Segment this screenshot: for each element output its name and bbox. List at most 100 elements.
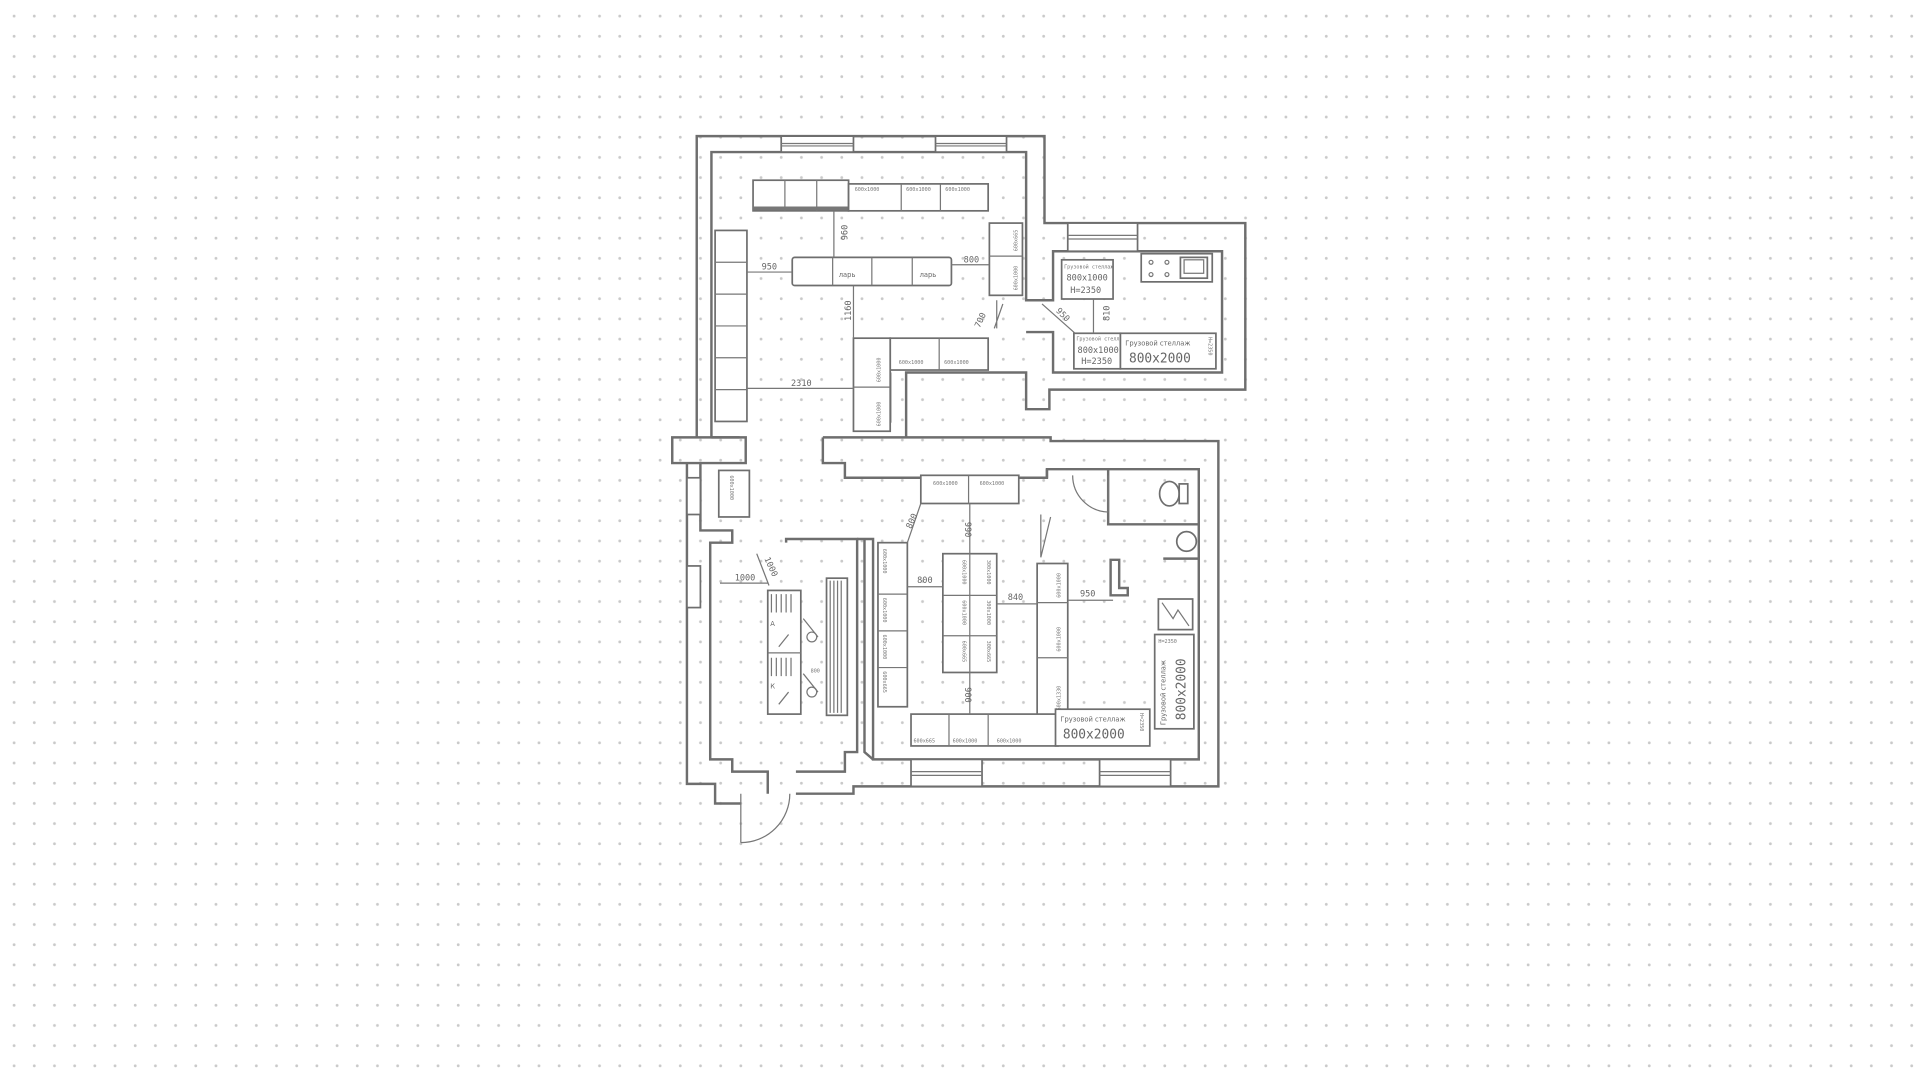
shelves-right: 600x665 600x1000 bbox=[988, 222, 1024, 297]
upper-room: 600x1000 600x1000 600x1000 ларь ларь 600… bbox=[714, 179, 1024, 433]
lower-room: 600x1000 600x1000 600x1000 600x1000 600x… bbox=[877, 474, 1198, 747]
doors bbox=[740, 300, 1109, 844]
shelf-label: 300x1000 bbox=[985, 560, 991, 585]
cargo-title: Грузовой стеллаж bbox=[1160, 660, 1168, 725]
cargo-shelf-bottom: Грузовой стеллаж 800x2000 H=2350 bbox=[1054, 708, 1151, 747]
shelf-label: 600x1000 bbox=[728, 475, 734, 500]
shelf-label: 600x1000 bbox=[855, 187, 880, 193]
shelf-label: 300x1000 bbox=[985, 600, 991, 625]
dim-label: 810 bbox=[1102, 306, 1112, 321]
dim-label: 950 bbox=[1053, 306, 1071, 324]
cargo-height: H=2350 bbox=[1070, 286, 1101, 296]
shelf-label: 600x1000 bbox=[997, 738, 1022, 744]
shelf-label: 600x1000 bbox=[906, 187, 931, 193]
cargo-size: 800x2000 bbox=[1063, 728, 1125, 743]
shelf-label: 600x1000 bbox=[944, 360, 969, 366]
wc-door bbox=[1072, 475, 1109, 513]
cargo-shelf-large: Грузовой стеллаж 800x2000 H=2350 bbox=[1119, 332, 1217, 370]
dim-label: 800 bbox=[964, 255, 979, 265]
shelf-label: 600x1000 bbox=[980, 481, 1005, 487]
shelf-label: 300x665 bbox=[985, 641, 991, 663]
window bbox=[1098, 758, 1172, 788]
dim-label: 1000 bbox=[735, 574, 756, 584]
window bbox=[686, 476, 702, 516]
checkout-area: 600x1000 А К 1000 1000 800 bbox=[717, 469, 849, 717]
shelves-left: 600x1000 600x1000 600x1000 600x665 bbox=[877, 541, 909, 708]
fridge-row bbox=[752, 179, 850, 212]
cargo-shelf: Грузовой стеллаж 800x1000 H=2350 bbox=[1060, 258, 1114, 300]
cargo-title: Грузовой стеллаж bbox=[1125, 340, 1190, 348]
shelf-label: 600x1000 bbox=[899, 360, 924, 366]
bathroom-fixtures bbox=[1157, 480, 1198, 631]
dim-label: 900 bbox=[962, 687, 972, 702]
window bbox=[910, 758, 983, 788]
chest-freezer-label: ларь bbox=[920, 271, 937, 279]
entrance-door bbox=[740, 793, 791, 844]
shelf-label: 600x665 bbox=[913, 738, 935, 744]
dimensions: 800 990 800 840 950 900 bbox=[905, 503, 1114, 715]
shelves-bottom: 600x665 600x1000 600x1000 bbox=[910, 713, 1059, 747]
shelf-label: 600x665 bbox=[881, 671, 887, 693]
shelves-right: 600x1000 600x1000 600x1330 bbox=[1036, 562, 1069, 722]
checkout-letter: А bbox=[770, 620, 775, 628]
shelf-label: 600x1000 bbox=[876, 402, 882, 427]
storage-room: Грузовой стеллаж 800x1000 H=2350 Грузово… bbox=[1041, 252, 1217, 370]
cargo-height: H=2350 bbox=[1081, 357, 1112, 367]
dim-label: 800 bbox=[811, 668, 820, 674]
cargo-shelf-right: H=2350 Грузовой стеллаж 800x2000 bbox=[1153, 633, 1195, 730]
dim-label: 950 bbox=[762, 263, 777, 273]
shelf-label: 600x1000 bbox=[876, 358, 882, 383]
shelf-label: 600x1000 bbox=[881, 598, 887, 623]
shelf-label: 600x1330 bbox=[1056, 686, 1062, 711]
cargo-height: H=2350 bbox=[1158, 639, 1177, 645]
dim-label: 990 bbox=[962, 522, 972, 537]
door bbox=[993, 300, 1004, 329]
door bbox=[1040, 514, 1052, 558]
shelf-label: 600x1000 bbox=[1056, 627, 1062, 652]
cargo-title: Грузовой стеллаж bbox=[1076, 337, 1125, 343]
shelf-label: 600x1000 bbox=[881, 635, 887, 660]
cargo-height: H=2350 bbox=[1138, 713, 1144, 732]
dim-label: 960 bbox=[840, 225, 850, 240]
shelves-center: 600x1000 600x1000 600x665 300x1000 300x1… bbox=[942, 552, 998, 674]
dim-label: 800 bbox=[917, 576, 932, 586]
stove bbox=[1140, 252, 1214, 283]
toilet-icon bbox=[1158, 480, 1181, 507]
dim-label: 950 bbox=[1080, 590, 1095, 600]
shelf-label: 600x1000 bbox=[945, 187, 970, 193]
chest-freezer-label: ларь bbox=[839, 271, 856, 279]
shelf-label: 600x1000 bbox=[1056, 573, 1062, 598]
shelf-label: 600x1000 bbox=[960, 560, 966, 585]
cargo-title: Грузовой стеллаж bbox=[1064, 264, 1113, 270]
shelves-vertical: 600x1000 600x1000 bbox=[852, 337, 892, 433]
dim-label: 1160 bbox=[844, 300, 854, 321]
dim-label: 700 bbox=[973, 311, 989, 329]
cargo-size: 800x1000 bbox=[1067, 274, 1108, 284]
dim-label: 1000 bbox=[761, 556, 779, 579]
dim-label: 840 bbox=[1008, 593, 1023, 603]
cargo-title: Грузовой стеллаж bbox=[1060, 715, 1125, 723]
shelves-top: 600x1000 600x1000 600x1000 bbox=[847, 183, 990, 212]
checkout-letter: К bbox=[770, 682, 775, 690]
cargo-size: 800x2000 bbox=[1129, 352, 1191, 367]
window bbox=[686, 565, 702, 609]
shelf-label: 600x1000 bbox=[933, 481, 958, 487]
shelves-top: 600x1000 600x1000 bbox=[919, 474, 1020, 505]
dim-label: 2310 bbox=[791, 379, 812, 389]
dim-label: 800 bbox=[905, 512, 921, 530]
walls bbox=[671, 134, 1247, 805]
shelf-label: 600x1000 bbox=[881, 549, 887, 574]
checkout-counters: А К bbox=[766, 577, 849, 717]
freezer-column-left bbox=[714, 229, 748, 423]
chest-freezer-island: ларь ларь bbox=[791, 256, 953, 287]
window bbox=[1066, 222, 1139, 253]
sink-icon bbox=[1175, 530, 1198, 553]
shelf-label: 600x1000 bbox=[1014, 266, 1020, 291]
cargo-size: 800x1000 bbox=[1078, 346, 1119, 356]
shelf-label: 600x1000 bbox=[960, 600, 966, 625]
shelf-label: 600x665 bbox=[1014, 230, 1020, 252]
cargo-shelf: Грузовой стеллаж 800x1000 H=2350 bbox=[1073, 332, 1126, 370]
cargo-size: 800x2000 bbox=[1174, 658, 1189, 720]
cargo-height: H=2350 bbox=[1207, 337, 1213, 356]
